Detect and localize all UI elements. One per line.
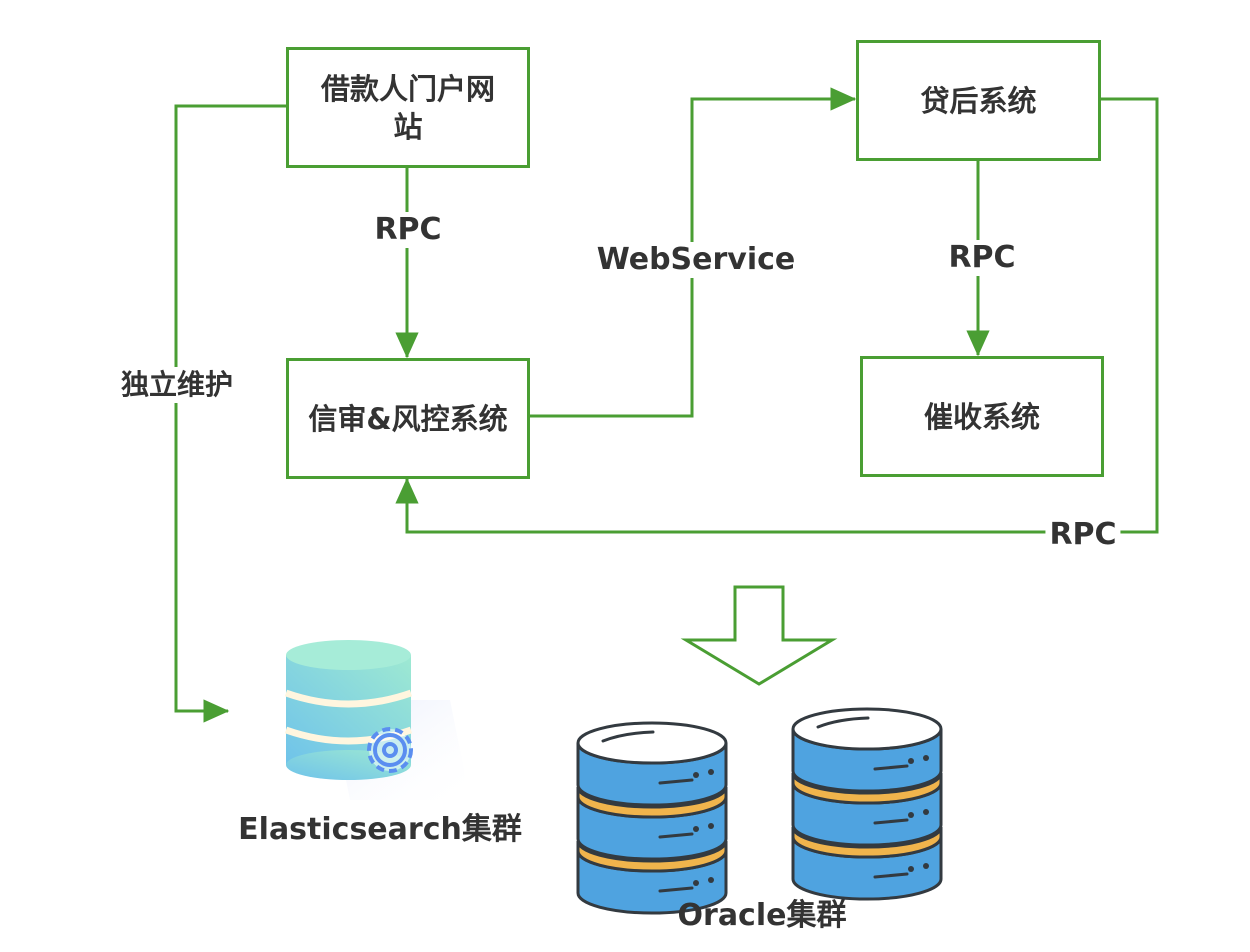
db-lid <box>791 707 943 751</box>
db-lid <box>576 721 728 765</box>
db-led <box>923 809 929 815</box>
db-tier-line <box>658 832 694 839</box>
edge-label-portal-to-elasticsearch: 独立维护 <box>116 367 238 403</box>
db-led <box>708 877 714 883</box>
db-led <box>923 755 929 761</box>
oracle-cluster-label: Oracle集群 <box>677 898 847 933</box>
db-led <box>923 863 929 869</box>
db-lid-highlight <box>601 730 655 743</box>
edge-label-postloan-to-collection: RPC <box>944 240 1020 276</box>
db-led <box>693 880 699 886</box>
edge-label-credit-to-postloan: WebService <box>592 242 800 278</box>
db-tier-line <box>658 778 694 785</box>
oracle-database-icon <box>576 721 728 915</box>
db-tier-line <box>873 818 909 825</box>
gear-icon <box>367 727 413 773</box>
elasticsearch-database-icon <box>284 640 470 800</box>
node-label: 信审&风控系统 <box>308 401 508 436</box>
db-led <box>693 826 699 832</box>
db-led <box>708 823 714 829</box>
edge-label-portal-to-credit: RPC <box>370 212 446 248</box>
db-tier-line <box>873 764 909 771</box>
node-label: 贷后系统 <box>920 83 1037 118</box>
elasticsearch-cluster-label: Elasticsearch集群 <box>238 812 522 847</box>
edge-portal-to-elasticsearch <box>174 104 287 723</box>
oracle-database-icon <box>791 707 943 901</box>
db-lid-highlight <box>816 716 870 729</box>
node-label: 催收系统 <box>923 399 1040 434</box>
edge-postloan-to-credit <box>395 97 1159 534</box>
db-led <box>693 772 699 778</box>
db-tier-line <box>873 872 909 879</box>
node-collection-system: 催收系统 <box>860 356 1104 477</box>
db-led <box>908 758 914 764</box>
db-led <box>908 812 914 818</box>
edge-label-postloan-to-credit: RPC <box>1045 517 1121 553</box>
node-credit-risk-system: 信审&风控系统 <box>286 358 530 479</box>
db-led <box>708 769 714 775</box>
db-tier-line <box>658 886 694 893</box>
node-post-loan-system: 贷后系统 <box>856 40 1101 161</box>
hollow-down-arrow-icon <box>680 585 838 686</box>
node-label: 借款人门户网站 <box>320 71 495 144</box>
db-led <box>908 866 914 872</box>
node-borrower-portal: 借款人门户网站 <box>286 47 530 168</box>
